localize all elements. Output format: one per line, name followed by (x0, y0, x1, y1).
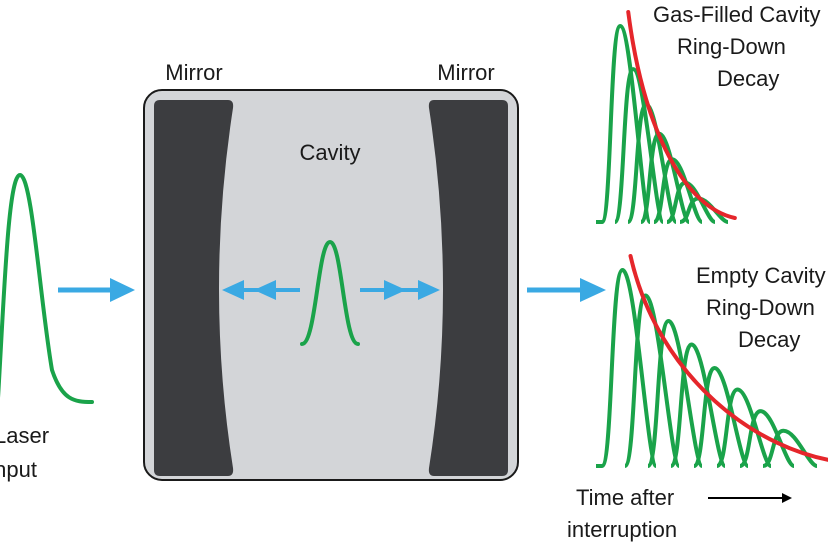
decay-pulse (596, 24, 652, 224)
decay-pulse (646, 318, 704, 468)
cavity-pulse (300, 239, 360, 346)
cavity-label: Cavity (299, 140, 360, 165)
gas-label-line1: Gas-Filled Cavity (653, 2, 820, 27)
mirror-left-label: Mirror (165, 60, 222, 85)
left-mirror (154, 100, 234, 476)
gas-filled-decay-envelope (626, 10, 737, 220)
mirror-right-label: Mirror (437, 60, 494, 85)
cavity-right-arrows (360, 280, 440, 300)
empty-label-line1: Empty Cavity (696, 263, 826, 288)
laser-input-pulse (0, 172, 94, 404)
laser-label-line2: Input (0, 457, 37, 482)
gas-label-line3: Decay (717, 66, 779, 91)
decay-pulse (762, 428, 818, 468)
decay-pulse (669, 342, 727, 468)
decay-pulse (692, 366, 750, 468)
time-label-line1: Time after (576, 485, 674, 510)
time-label-line2: interruption (567, 517, 677, 542)
empty-cavity-decay-pulses (596, 268, 818, 468)
input-arrow (58, 278, 135, 302)
decay-pulse (623, 293, 681, 468)
laser-label-line1: Laser (0, 423, 49, 448)
decay-pulse (715, 387, 773, 468)
decay-pulse (739, 409, 796, 468)
decay-pulse (596, 268, 658, 468)
gas-label-line2: Ring-Down (677, 34, 786, 59)
decay-pulse (613, 67, 665, 224)
empty-cavity-decay-envelope (628, 254, 828, 462)
empty-label-line2: Ring-Down (706, 295, 815, 320)
empty-label-line3: Decay (738, 327, 800, 352)
cavity-box (143, 89, 519, 481)
right-mirror (428, 100, 508, 476)
cavity-left-arrows (222, 280, 300, 300)
output-arrow (527, 278, 606, 302)
